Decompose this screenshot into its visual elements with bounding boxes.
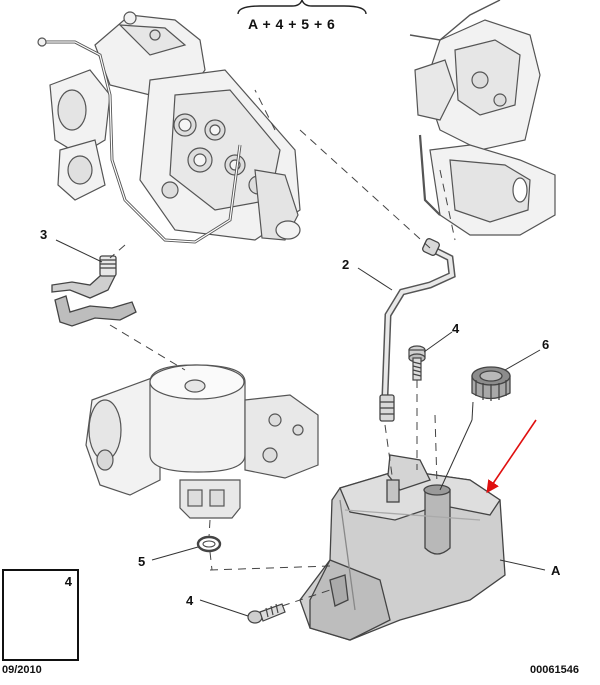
highlight-arrow [486, 419, 537, 494]
hose-fitting-part-3 [51, 255, 137, 327]
footer-reference-number: 00061546 [530, 664, 579, 676]
pipe-part-2 [379, 238, 456, 422]
detail-inset-box: 4 [2, 569, 79, 661]
callout-a: A [551, 563, 561, 578]
callout-3: 3 [40, 227, 48, 242]
hydraulic-block-right [409, 0, 556, 236]
callout-5: 5 [138, 554, 146, 569]
inset-callout-4: 4 [64, 574, 72, 589]
assembly-dashed-lines [109, 89, 456, 607]
reservoir-tank-part-A [299, 454, 506, 641]
screw-part-4-top [408, 345, 426, 381]
footer-date: 09/2010 [2, 664, 42, 676]
callout-6: 6 [542, 337, 550, 352]
hydraulic-block-left [37, 11, 301, 244]
cap-part-6 [471, 366, 511, 401]
assembly-formula: A + 4 + 5 + 6 [248, 16, 336, 32]
pump-motor-assembly [85, 364, 319, 519]
callout-4-top: 4 [452, 321, 460, 336]
o-ring-part-5 [196, 535, 222, 553]
callout-2: 2 [342, 257, 350, 272]
formula-brace [237, 0, 367, 15]
screw-part-4-bottom [247, 603, 286, 624]
callout-leaders [55, 239, 546, 617]
callout-4-bottom: 4 [186, 593, 194, 608]
